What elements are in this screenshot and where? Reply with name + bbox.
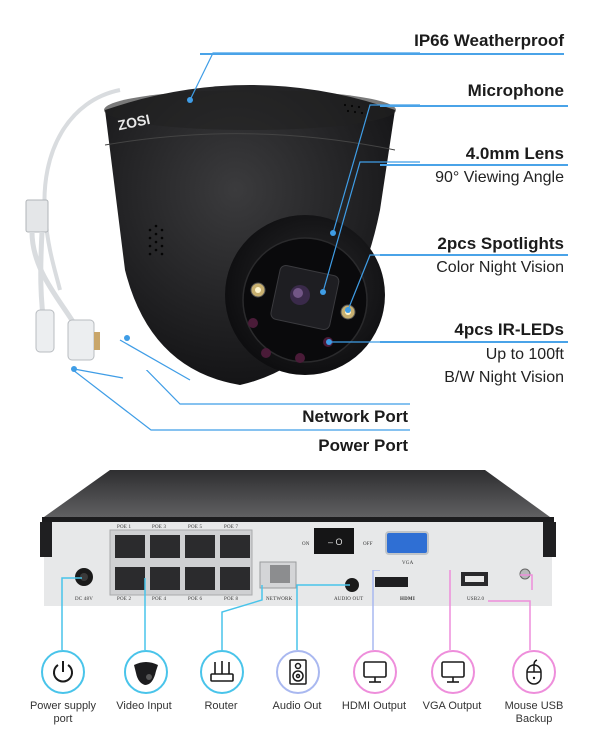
- hdmi-output-label: HDMI Output: [341, 700, 407, 712]
- vga-output-label: VGA Output: [422, 700, 482, 712]
- feature-spotlights-subtitle: Color Night Vision: [436, 259, 564, 276]
- label-dc48v: DC 48V: [75, 597, 94, 602]
- label-poe6: POE 6: [188, 597, 203, 602]
- router-label: Router: [204, 700, 238, 712]
- nvr-illustration: – O: [40, 470, 556, 606]
- label-poe1: POE 1: [117, 525, 132, 530]
- feature-lens-title: 4.0mm Lens: [465, 144, 564, 163]
- monitor-icon: [441, 661, 465, 683]
- label-poe3: POE 3: [152, 525, 167, 530]
- speaker-icon: [289, 659, 307, 685]
- label-on: ON: [302, 542, 310, 547]
- divider: [380, 164, 568, 166]
- feature-irleds-subtitle-2: B/W Night Vision: [444, 369, 564, 386]
- audio-out-label: Audio Out: [272, 700, 322, 712]
- feature-network-port-title: Network Port: [302, 407, 408, 426]
- label-poe4: POE 4: [152, 597, 167, 602]
- feature-irleds-subtitle-1: Up to 100ft: [485, 346, 564, 363]
- divider: [380, 254, 568, 256]
- feature-microphone-title: Microphone: [467, 81, 564, 100]
- label-poe7: POE 7: [224, 525, 239, 530]
- svg-text:– O: – O: [328, 537, 343, 547]
- camera-icon: [134, 662, 158, 685]
- brand-logo: ZOSI: [116, 111, 151, 133]
- feature-weatherproof-title: IP66 Weatherproof: [414, 31, 564, 50]
- feature-power-port-title: Power Port: [318, 436, 408, 455]
- hdmi-output-circle: [353, 650, 397, 694]
- feature-spotlights-title: 2pcs Spotlights: [437, 234, 564, 253]
- divider: [380, 105, 568, 107]
- router-circle: [200, 650, 244, 694]
- power-supply-circle: [41, 650, 85, 694]
- mouse-usb-label: Mouse USB Backup: [504, 700, 564, 725]
- monitor-icon: [363, 661, 387, 683]
- label-poe2: POE 2: [117, 597, 132, 602]
- nvr-device: – O: [40, 470, 560, 610]
- camera-illustration: ZOSI: [0, 40, 600, 420]
- dome-camera-icon: ZOSI: [25, 52, 600, 385]
- divider: [200, 53, 564, 55]
- audio-out-circle: [276, 650, 320, 694]
- label-usb: USB2.0: [467, 597, 485, 602]
- mouse-usb-circle: [512, 650, 556, 694]
- label-off: OFF: [363, 542, 373, 547]
- feature-irleds-title: 4pcs IR-LEDs: [454, 320, 564, 339]
- label-vga: VGA: [402, 561, 414, 566]
- mouse-icon: [526, 659, 542, 685]
- label-poe5: POE 5: [188, 525, 203, 530]
- power-icon: [53, 661, 73, 683]
- divider: [380, 341, 568, 343]
- label-hdmi: HDMI: [400, 597, 415, 602]
- label-poe8: POE 8: [224, 597, 239, 602]
- power-supply-label: Power supply port: [29, 700, 97, 725]
- video-input-circle: [124, 650, 168, 694]
- vga-output-circle: [431, 650, 475, 694]
- video-input-label: Video Input: [116, 700, 172, 712]
- label-audio-out: AUDIO OUT: [334, 597, 364, 602]
- router-icon: [210, 661, 234, 682]
- label-network: NETWORK: [266, 597, 293, 602]
- connection-lines: [0, 544, 600, 650]
- feature-lens-subtitle: 90° Viewing Angle: [435, 169, 564, 186]
